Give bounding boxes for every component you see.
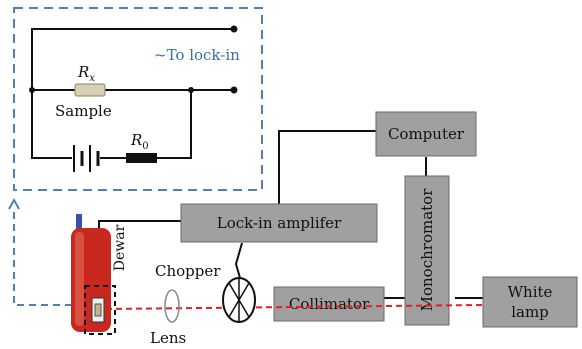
- to-lock-in-label: ~To lock-in: [154, 46, 240, 64]
- terminal-middle: [230, 86, 238, 94]
- circuit-wiring: [31, 28, 233, 159]
- circuit-enclosure: [13, 7, 263, 191]
- r0-label: R0: [130, 131, 149, 152]
- lens-label: Lens: [150, 329, 186, 347]
- chopper-wheel: [222, 277, 256, 323]
- terminal-top: [230, 25, 238, 33]
- computer-label: Computer: [388, 125, 465, 143]
- junction-right: [188, 87, 194, 93]
- white-lamp-box: [482, 276, 578, 328]
- signal-arrow-head: [8, 197, 20, 210]
- monochromator-box: [404, 175, 450, 326]
- monochromator-label: Monochromator: [418, 188, 436, 312]
- collimator-label: Collimator: [289, 295, 370, 313]
- junction-left: [29, 87, 35, 93]
- dewar-label: Dewar: [112, 224, 128, 271]
- computer-box: [375, 111, 477, 157]
- reference-resistor: [126, 153, 157, 163]
- lock-in-amplifier-label: Lock-in amplifer: [217, 214, 342, 232]
- dewar: [71, 214, 111, 332]
- white-lamp-label-line1: White: [508, 283, 553, 301]
- sample-label: Sample: [55, 102, 112, 120]
- lock-in-amplifier-box: [180, 203, 378, 243]
- rx-label: Rx: [77, 63, 95, 84]
- sample-resistor: [74, 83, 106, 97]
- light-path: [105, 304, 484, 310]
- sample-zoom-marker: [84, 285, 116, 335]
- battery-symbol: [73, 145, 100, 172]
- chopper-label: Chopper: [155, 262, 221, 280]
- collimator-box: [273, 286, 385, 322]
- white-lamp-label-line2: lamp: [511, 303, 549, 321]
- signal-return-path: [13, 212, 78, 306]
- lens-element: [164, 289, 180, 323]
